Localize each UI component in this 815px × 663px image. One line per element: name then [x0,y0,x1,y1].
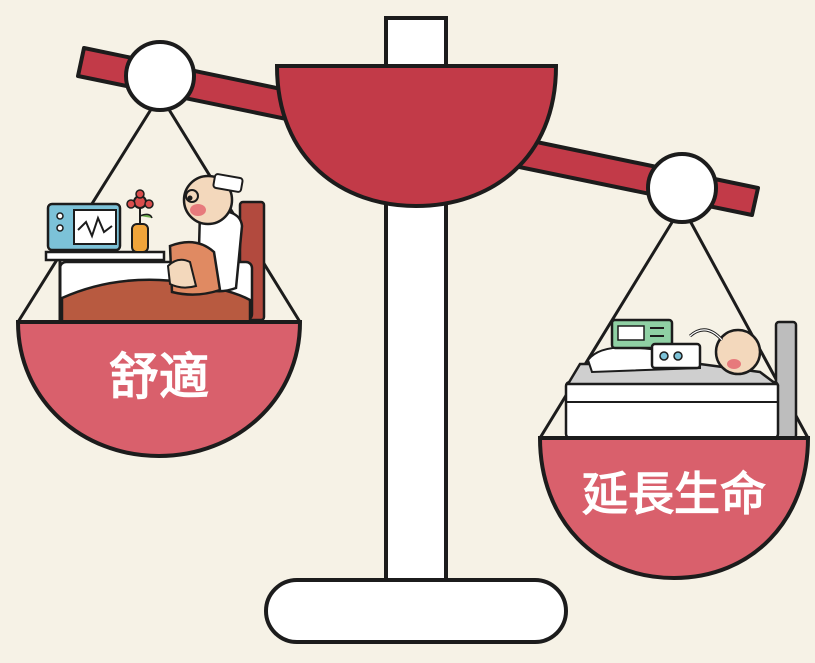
scale-center-cup [274,64,559,209]
left-pan: 舒適 [15,320,303,459]
right-pivot-circle [646,152,718,224]
patient-life-support-bed-icon [564,318,798,440]
right-pan-label: 延長生命 [582,467,766,521]
scale-base [264,578,568,644]
left-pan-label: 舒適 [109,348,209,406]
left-pivot-circle [124,40,196,112]
elderly-patient-hospice-bed-icon [44,173,266,324]
right-pan: 延長生命 [537,436,811,581]
